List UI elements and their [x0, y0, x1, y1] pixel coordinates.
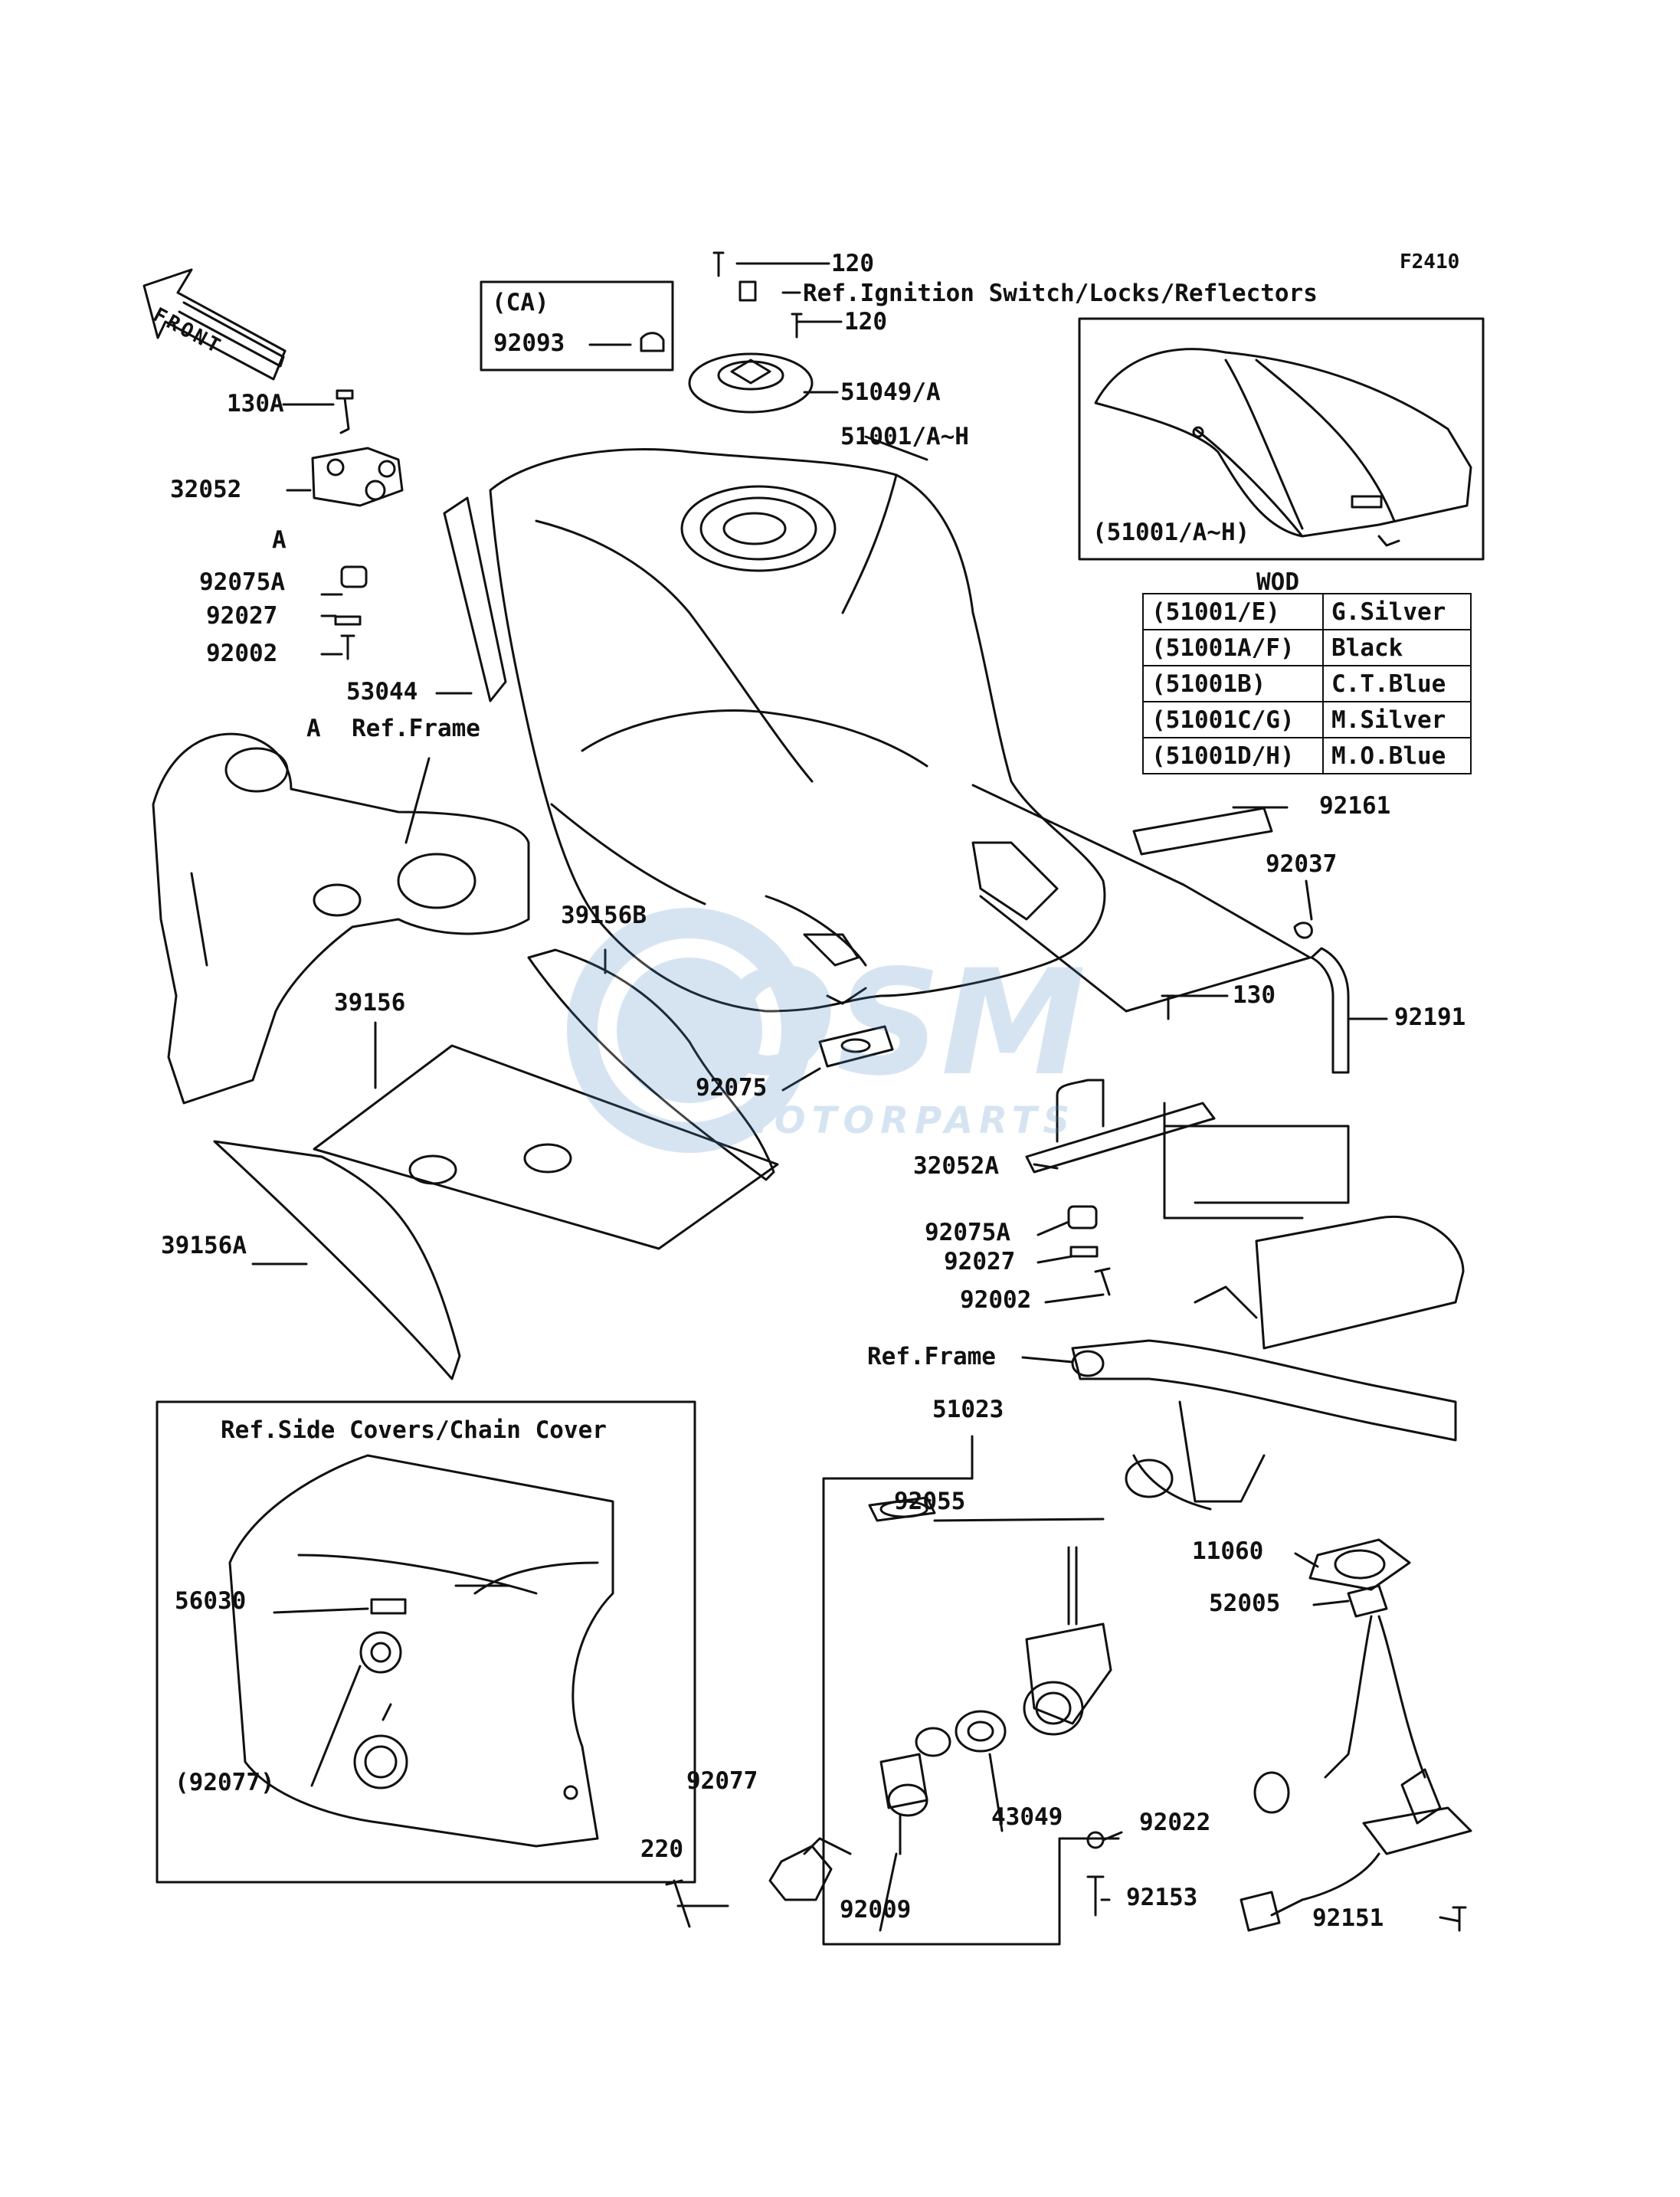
wod-color-cell: G.Silver: [1322, 593, 1472, 630]
part-51001[interactable]: 51001/A~H: [840, 423, 969, 450]
part-92075A-top[interactable]: 92075A: [199, 568, 285, 596]
inset-caption: (51001/A~H): [1092, 519, 1250, 546]
table-row: (51001B) C.T.Blue: [1141, 665, 1472, 702]
part-39156B[interactable]: 39156B: [561, 902, 647, 929]
side-cover-box: [156, 1400, 696, 1884]
part-32052A[interactable]: 32052A: [913, 1152, 999, 1180]
part-130[interactable]: 130: [1233, 981, 1276, 1009]
part-43049[interactable]: 43049: [991, 1803, 1063, 1831]
part-52005[interactable]: 52005: [1209, 1590, 1281, 1617]
part-92153[interactable]: 92153: [1126, 1884, 1198, 1911]
strip-53044: [443, 496, 507, 702]
clip-92037: [1293, 922, 1313, 939]
part-92151[interactable]: 92151: [1312, 1904, 1384, 1932]
wod-color-cell: M.Silver: [1322, 701, 1472, 738]
bolt-top: [340, 634, 355, 660]
part-51023[interactable]: 51023: [932, 1396, 1004, 1423]
fuel-pump-drawing: [1240, 1584, 1472, 1932]
inset-tank-drawing: [1094, 348, 1472, 547]
part-92009[interactable]: 92009: [840, 1896, 912, 1924]
wod-part-cell[interactable]: (51001D/H): [1141, 737, 1325, 774]
table-row: (51001/E) G.Silver: [1141, 593, 1472, 630]
part-92027-mid[interactable]: 92027: [944, 1248, 1016, 1275]
cover-39156A: [213, 1140, 461, 1380]
table-row: (51001D/H) M.O.Blue: [1141, 737, 1472, 774]
wod-part-cell[interactable]: (51001B): [1141, 665, 1325, 702]
part-92077-paren[interactable]: (92077): [175, 1769, 275, 1796]
part-92037[interactable]: 92037: [1266, 850, 1338, 878]
wod-title: WOD: [1256, 568, 1299, 596]
frame-left-drawing: [152, 732, 530, 1105]
part-92075[interactable]: 92075: [696, 1074, 768, 1102]
side-cover-drawing: [228, 1454, 614, 1848]
wod-color-cell: Black: [1322, 629, 1472, 666]
part-32052[interactable]: 32052: [170, 476, 242, 503]
washer-top: [334, 615, 362, 626]
frame-right-drawing: [1071, 1216, 1465, 1511]
inset-tank-box: [1078, 317, 1485, 561]
wod-color-cell: M.O.Blue: [1322, 737, 1472, 774]
ref-ignition-link[interactable]: Ref.Ignition Switch/Locks/Reflectors: [803, 280, 1318, 307]
part-53044[interactable]: 53044: [346, 678, 418, 706]
part-92002-top[interactable]: 92002: [206, 640, 278, 667]
damper-top: [340, 565, 368, 588]
leader-lines: [251, 262, 1461, 1932]
part-92002-mid[interactable]: 92002: [960, 1286, 1032, 1314]
table-row: (51001C/G) M.Silver: [1141, 701, 1472, 738]
wod-part-cell[interactable]: (51001C/G): [1141, 701, 1325, 738]
ref-frame-top-link[interactable]: Ref.Frame: [352, 715, 480, 742]
part-92027-top[interactable]: 92027: [206, 602, 278, 630]
part-130A[interactable]: 130A: [227, 390, 284, 417]
bracket-32052-drawing: [311, 389, 404, 507]
wod-part-cell[interactable]: (51001/E): [1141, 593, 1325, 630]
part-92191[interactable]: 92191: [1394, 1004, 1466, 1031]
washer-mid: [1069, 1246, 1099, 1258]
part-92093[interactable]: 92093: [493, 329, 565, 357]
bracket-32052A: [1025, 1102, 1216, 1174]
part-92077[interactable]: 92077: [686, 1767, 758, 1795]
strip-92161: [1132, 807, 1273, 856]
fuel-tank-drawing: [489, 448, 1106, 1013]
fuel-cock-drawing: [665, 1496, 1112, 1928]
leader-frame-box: [971, 784, 1312, 1013]
part-120-b[interactable]: 120: [844, 308, 887, 336]
wod-color-table: (51001/E) G.Silver (51001A/F) Black (510…: [1141, 593, 1472, 774]
part-92161[interactable]: 92161: [1319, 792, 1391, 820]
part-39156[interactable]: 39156: [334, 989, 406, 1017]
ca-label: (CA): [492, 289, 549, 316]
diagram-code: F2410: [1400, 250, 1460, 273]
part-220[interactable]: 220: [640, 1835, 683, 1863]
part-120-top[interactable]: 120: [831, 250, 874, 277]
part-56030[interactable]: 56030: [175, 1587, 247, 1615]
table-row: (51001A/F) Black: [1141, 629, 1472, 666]
bolt-mid: [1094, 1267, 1111, 1296]
tank-cap-drawing: [640, 251, 814, 414]
part-51049[interactable]: 51049/A: [840, 378, 941, 406]
cover-39156B: [527, 948, 775, 1181]
part-92075A-mid[interactable]: 92075A: [925, 1219, 1010, 1246]
part-11060[interactable]: 11060: [1192, 1537, 1264, 1565]
wod-color-cell: C.T.Blue: [1322, 665, 1472, 702]
front-arrow-icon: [142, 268, 287, 381]
wod-part-cell[interactable]: (51001A/F): [1141, 629, 1325, 666]
part-92022[interactable]: 92022: [1139, 1809, 1211, 1836]
fuel-cock-box: [822, 1446, 1120, 1946]
circle-a-marker-1: A: [272, 526, 287, 554]
circle-a-marker-2: A: [306, 715, 321, 742]
gasket-11060: [1308, 1538, 1411, 1591]
part-92055[interactable]: 92055: [894, 1488, 966, 1515]
cover-39156: [313, 1044, 779, 1250]
ca-box: [480, 280, 674, 372]
ref-side-covers-link[interactable]: Ref.Side Covers/Chain Cover: [221, 1416, 607, 1444]
part-39156A[interactable]: 39156A: [161, 1232, 247, 1259]
rubber-92075: [818, 1025, 894, 1068]
damper-mid: [1067, 1205, 1098, 1229]
ref-frame-mid-link[interactable]: Ref.Frame: [867, 1343, 996, 1370]
hose-92191: [1310, 947, 1350, 1074]
